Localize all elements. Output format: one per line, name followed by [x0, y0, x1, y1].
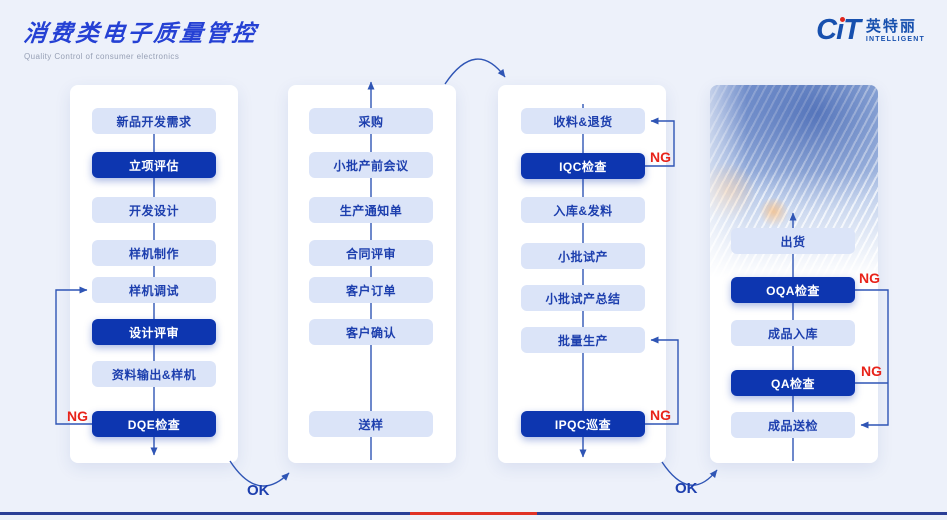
step-trial-summary: 小批试产总结 — [521, 285, 645, 311]
step-design-review: 设计评审 — [92, 319, 216, 345]
logo-chinese-name: 英特丽 — [865, 17, 917, 35]
step-finished-goods-inspection: 成品送检 — [731, 412, 855, 438]
circuit-board-image — [710, 85, 878, 290]
logo-letter-i: ı — [836, 14, 846, 46]
ng-label-oqa: NG — [859, 270, 880, 286]
step-contract-review: 合同评审 — [309, 240, 433, 266]
step-warehouse-issuing: 入库&发料 — [521, 197, 645, 223]
step-shipment: 出货 — [731, 228, 855, 254]
step-qa-inspection: QA检查 — [731, 370, 855, 396]
step-new-product-requirement: 新品开发需求 — [92, 108, 216, 134]
logo-english-name: INTELLIGENT — [865, 35, 925, 43]
panel-production-stage — [498, 85, 666, 463]
step-purchasing: 采购 — [309, 108, 433, 134]
step-pre-production-meeting: 小批产前会议 — [309, 152, 433, 178]
step-dqe-inspection: DQE检查 — [92, 411, 216, 437]
step-sample-delivery: 送样 — [309, 411, 433, 437]
step-development-design: 开发设计 — [92, 197, 216, 223]
ok-label-stage3: OK — [675, 480, 698, 497]
step-customer-order: 客户订单 — [309, 277, 433, 303]
step-data-output-prototype: 资料输出&样机 — [92, 361, 216, 387]
panel-order-stage — [288, 85, 456, 463]
page-title: 消费类电子质量管控 — [22, 20, 260, 46]
logo-letter-c: C — [816, 14, 837, 46]
step-mass-production: 批量生产 — [521, 327, 645, 353]
logo-text-block: 英特丽 INTELLIGENT — [866, 19, 925, 43]
ng-label-qa: NG — [861, 363, 882, 379]
logo-letter-t: T — [843, 14, 861, 46]
panel-design-stage — [70, 85, 238, 463]
bottom-divider — [0, 512, 947, 515]
page-subtitle: Quality Control of consumer electronics — [24, 52, 180, 61]
ng-label-dqe: NG — [67, 408, 88, 424]
step-prototype-build: 样机制作 — [92, 240, 216, 266]
step-small-batch-trial: 小批试产 — [521, 243, 645, 269]
step-ipqc-patrol: IPQC巡查 — [521, 411, 645, 437]
step-production-notice: 生产通知单 — [309, 197, 433, 223]
header: 消费类电子质量管控 Quality Control of consumer el… — [22, 14, 260, 61]
ok-label-stage1: OK — [247, 482, 270, 499]
step-oqa-inspection: OQA检查 — [731, 277, 855, 303]
step-finished-goods-warehouse: 成品入库 — [731, 320, 855, 346]
step-material-receiving-return: 收料&退货 — [521, 108, 645, 134]
ng-label-ipqc: NG — [650, 407, 671, 423]
step-customer-confirmation: 客户确认 — [309, 319, 433, 345]
step-prototype-debug: 样机调试 — [92, 277, 216, 303]
arc-col2-to-col3 — [444, 58, 506, 85]
ng-label-iqc: NG — [650, 149, 671, 165]
bottom-divider-red-segment — [410, 512, 537, 515]
step-project-evaluation: 立项评估 — [92, 152, 216, 178]
step-iqc-inspection: IQC检查 — [521, 153, 645, 179]
panel-shipping-stage — [710, 85, 878, 463]
